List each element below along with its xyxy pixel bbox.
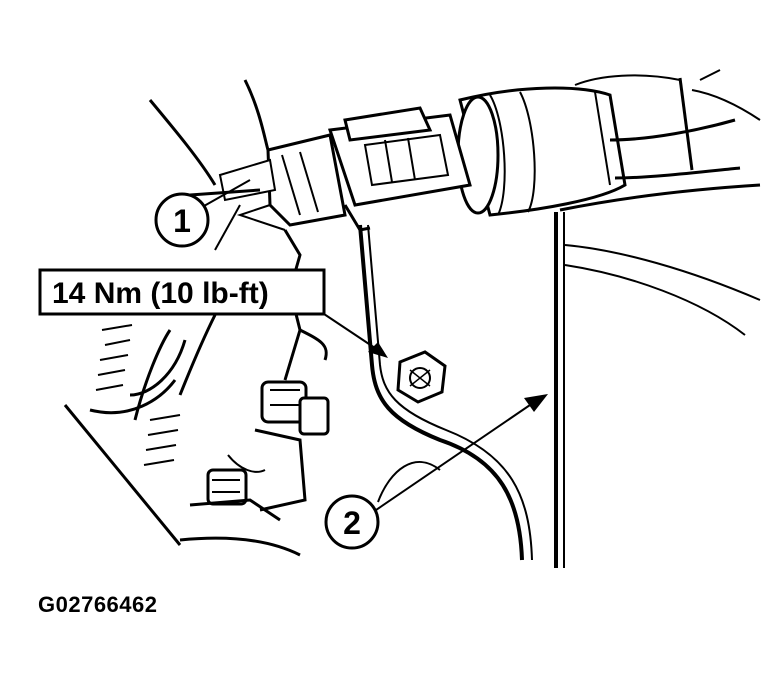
callout-2-number: 2 <box>343 505 361 541</box>
torque-label: 14 Nm (10 lb-ft) <box>38 268 388 358</box>
callout-1-number: 1 <box>173 203 191 239</box>
sensor-harness <box>218 86 741 232</box>
callout-2: 2 <box>324 394 548 550</box>
arrowhead <box>368 342 388 358</box>
housing <box>554 69 761 568</box>
torque-label-text: 14 Nm (10 lb-ft) <box>52 277 269 310</box>
arrowhead <box>524 394 548 412</box>
nut <box>396 350 447 404</box>
figure-id: G02766462 <box>38 592 158 617</box>
wire-routing <box>358 224 533 561</box>
callout-1: 1 <box>154 179 251 248</box>
